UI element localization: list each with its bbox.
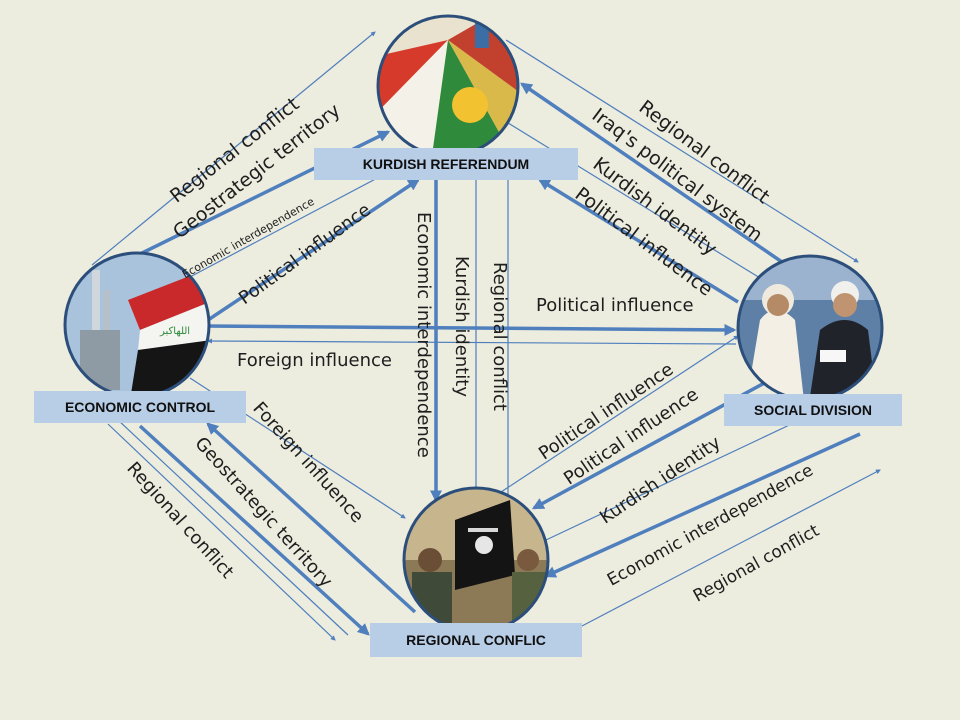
svg-text:اللهاكبر: اللهاكبر (159, 326, 190, 337)
edge-sd-kr-political-system (520, 82, 783, 264)
edge-rc-sd-kurdish (545, 419, 801, 541)
edge-sd-rc-economic (543, 432, 861, 578)
edge-ec-sd-political (204, 323, 737, 336)
node-social-division-label: SOCIAL DIVISION (754, 402, 872, 418)
edge-rc-ec-geostrategic (206, 422, 417, 614)
edges (91, 31, 881, 641)
edge-ec-kr-economic (187, 165, 401, 279)
node-social-division: SOCIAL DIVISION (724, 394, 902, 426)
edge-ec-rc-regional-thin1 (107, 423, 336, 641)
edge-sd-kr-political (537, 178, 739, 304)
edge-sd-kr-kurdish (499, 117, 761, 279)
node-regional-conflict-label: REGIONAL CONFLIC (406, 632, 546, 648)
label-kr-rc-regional-conflict: Regional conflict (489, 262, 510, 411)
edge-ec-rc-bold (138, 424, 370, 636)
node-regional-conflict: REGIONAL CONFLIC (370, 623, 582, 657)
edge-ec-kr-regional-conflict (91, 31, 376, 266)
edge-rc-sd-political-1 (497, 335, 739, 495)
label-ec-sd-political-influence: Political influence (536, 295, 694, 316)
edge-kr-sd-regional (505, 39, 859, 263)
edge-rc-sd-regional (581, 469, 881, 627)
label-kr-rc-economic-interdependence: Economic interdependence (413, 212, 434, 458)
edge-ec-rc-regional-thin2 (117, 419, 349, 636)
node-economic-control-label: ECONOMIC CONTROL (64, 399, 216, 415)
edge-ec-kr-political (204, 178, 420, 324)
label-sd-ec-foreign-influence: Foreign influence (237, 350, 392, 371)
node-kurdish-referendum-label: KURDISH REFERENDUM (362, 156, 530, 172)
node-economic-control: ECONOMIC CONTROL (34, 391, 246, 423)
edge-sd-ec-foreign (207, 338, 737, 345)
node-kurdish-referendum: KURDISH REFERENDUM (314, 148, 578, 180)
label-kr-rc-kurdish-identity: Kurdish identity (451, 256, 472, 398)
kurdistan-flag-photo (378, 16, 518, 156)
